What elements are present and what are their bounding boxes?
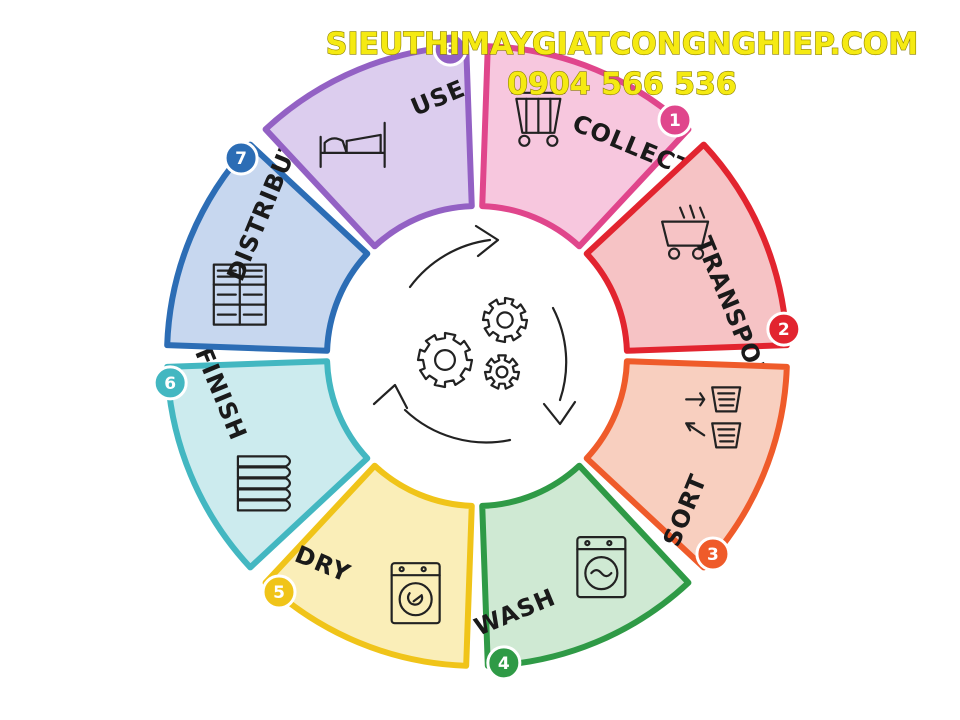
step-number-badge [261,574,297,610]
step-number-badge [486,645,522,681]
laundry-cart-icon [511,91,566,147]
cycle-segments: COLLECT1TRANSPORT2SORT3WASH4DRY5FINISH6D… [152,31,802,681]
step-number-badge [695,536,731,572]
step-number-badge [432,31,468,67]
gear-icon [481,296,529,344]
washing-machine-icon [576,535,627,599]
step-number-badge [223,140,259,176]
folded-linens-icon [236,455,291,512]
step-number: 7 [235,149,247,169]
step-number-badge [766,311,802,347]
step-number: 3 [707,545,719,565]
dryer-icon [390,562,441,625]
step-number: 5 [273,583,285,603]
sorting-baskets-icon [685,386,742,449]
step-number: 1 [669,111,681,131]
watermark-site: SIEUTHIMAYGIATCONGNGHIEP.COM [326,27,918,62]
moving-cart-icon [660,204,710,260]
storage-cabinet-icon [212,263,267,326]
recycle-arrows-with-gears-icon [372,224,577,444]
bed-icon [319,121,386,169]
step-number: 2 [778,320,790,340]
watermark: SIEUTHIMAYGIATCONGNGHIEP.COM 0904 566 53… [325,26,919,102]
step-number: 6 [164,374,176,394]
gear-icon [483,354,521,390]
step-number-badge [657,102,693,138]
gear-icon [416,331,474,389]
step-number: 8 [444,40,456,60]
step-number: 4 [498,654,510,674]
watermark-phone: 0904 566 536 [507,67,737,102]
step-number-badge [152,365,188,401]
